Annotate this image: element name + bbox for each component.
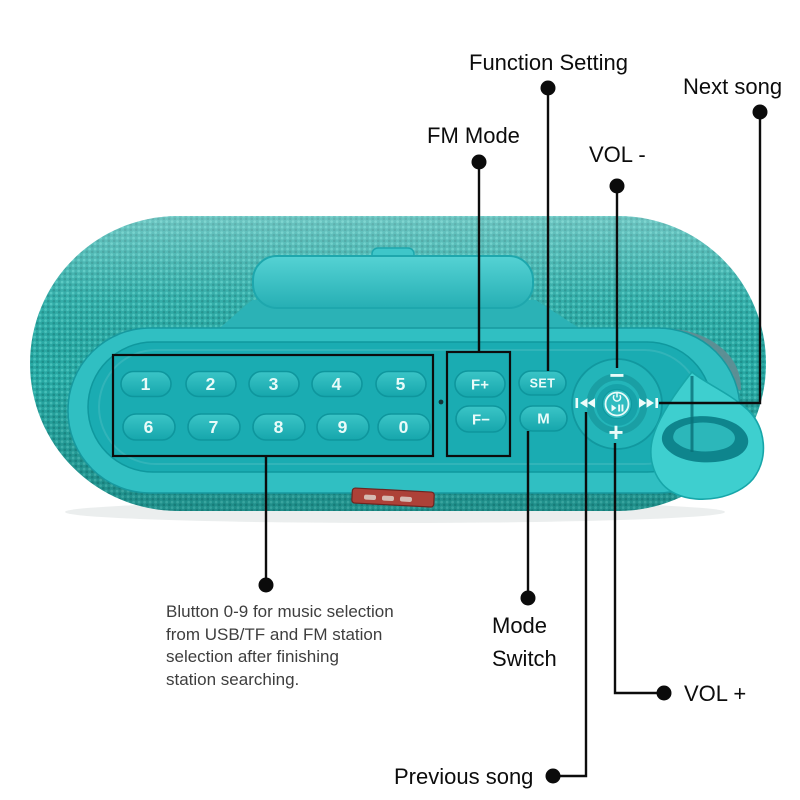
play-pause-center-button: [601, 388, 633, 420]
keypad-note-line4: station searching.: [166, 669, 300, 689]
callout-dot-vol-minus: [609, 178, 625, 194]
callout-dot-fm-mode: [471, 154, 487, 170]
keypad-digit-6: 6: [144, 417, 155, 437]
keypad-callout-box: [111, 353, 435, 458]
carry-handle: [252, 255, 534, 309]
number-keypad: [120, 370, 431, 441]
callout-dot-previous-song: [545, 768, 561, 784]
brand-tag: [351, 487, 435, 508]
keypad-button-7: [187, 413, 241, 441]
callout-dot-vol-plus: [656, 685, 672, 701]
label-mode-switch: Mode Switch: [492, 609, 557, 675]
keypad-note-line2: from USB/TF and FM station: [166, 624, 383, 644]
keypad-button-6: [122, 413, 176, 441]
f-minus-button: [455, 405, 507, 433]
keypad-button-0: [377, 413, 431, 441]
previous-track-icon: [575, 398, 595, 408]
callout-dot-next-song: [752, 104, 768, 120]
keypad-digit-8: 8: [274, 417, 285, 437]
f-plus-button: [454, 370, 506, 398]
m-label: M: [537, 411, 550, 428]
m-button: [519, 405, 568, 432]
callout-line-next-song: [659, 119, 762, 405]
keypad-button-2: [185, 370, 237, 398]
keypad-button-9: [316, 413, 370, 441]
keypad-digits: 1 2 3 4 5 6 7 8 9 0: [141, 374, 410, 437]
f-plus-label: F+: [471, 377, 489, 394]
next-track-icon: [639, 398, 658, 408]
callout-dot-keypad-note: [258, 577, 274, 593]
function-keys: [454, 370, 568, 433]
callout-lines: [264, 95, 762, 778]
label-mode-switch-line2: Switch: [492, 646, 557, 671]
callout-line-previous-song: [560, 412, 588, 778]
keypad-note-line3: selection after finishing: [166, 647, 339, 666]
control-pad: − +: [571, 358, 663, 450]
keypad-digit-0: 0: [399, 417, 410, 437]
vol-up-button: +: [608, 417, 623, 447]
keypad-note-line1: Blutton 0-9 for music selection: [166, 602, 394, 621]
keypad-digit-3: 3: [269, 374, 280, 394]
set-button: [518, 370, 567, 396]
mic-hole: [438, 399, 444, 405]
label-function-setting: Function Setting: [469, 50, 628, 75]
keypad-button-1: [120, 370, 172, 398]
keypad-digit-9: 9: [338, 417, 349, 437]
keypad-digit-7: 7: [209, 417, 220, 437]
callout-dot-function-setting: [540, 80, 556, 96]
label-vol-minus: VOL -: [589, 142, 646, 167]
callout-line-vol-plus: [613, 443, 657, 695]
set-label: SET: [530, 377, 556, 391]
keypad-button-5: [375, 370, 427, 398]
label-fm-mode: FM Mode: [427, 123, 520, 148]
keypad-button-3: [248, 370, 300, 398]
keypad-digit-5: 5: [396, 374, 407, 394]
keypad-note: Blutton 0-9 for music selection from USB…: [166, 601, 436, 691]
keypad-button-8: [252, 413, 306, 441]
strap-loop-inner-wall: [673, 422, 735, 452]
label-previous-song: Previous song: [394, 764, 534, 789]
vol-down-button: −: [609, 360, 624, 390]
play-pause-icon: [611, 404, 624, 412]
callout-dots: [258, 80, 768, 784]
power-play-pause-icon: [612, 392, 622, 402]
center-button-ring: [604, 391, 630, 417]
keypad-button-4: [311, 370, 363, 398]
label-mode-switch-line1: Mode: [492, 613, 548, 638]
callout-dot-mode-switch: [520, 590, 536, 606]
label-vol-plus: VOL +: [684, 681, 747, 706]
keypad-digit-1: 1: [141, 374, 152, 394]
f-minus-label: F−: [472, 412, 490, 429]
keypad-digit-4: 4: [332, 374, 343, 394]
label-next-song: Next song: [683, 74, 783, 99]
keypad-digit-2: 2: [206, 374, 217, 394]
